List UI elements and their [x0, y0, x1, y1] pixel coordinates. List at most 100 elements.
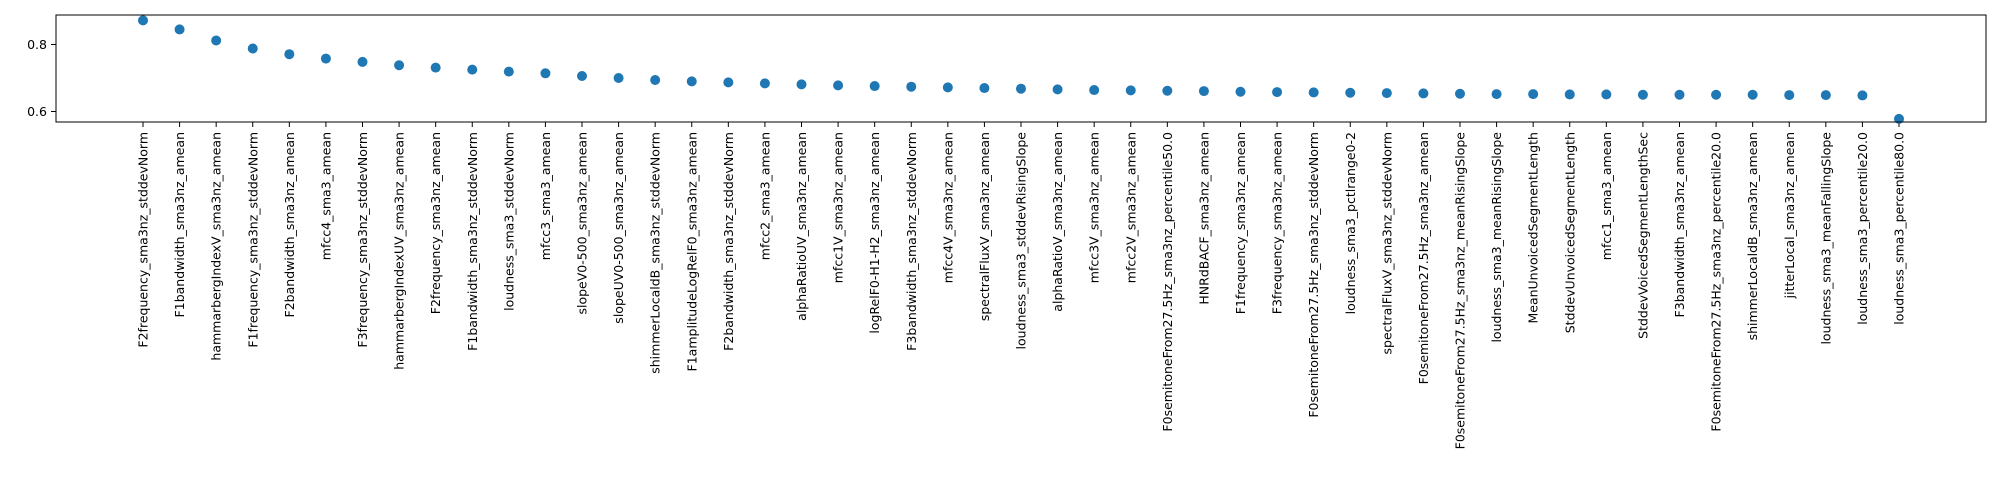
- data-point: [942, 82, 953, 93]
- x-tick-label: HNRdBACF_sma3nz_amean: [1196, 132, 1211, 305]
- data-point: [1491, 89, 1502, 100]
- data-point: [430, 62, 441, 73]
- x-tick-label: alphaRatioUV_sma3nz_amean: [794, 132, 809, 321]
- data-point: [1528, 89, 1539, 100]
- data-point: [1784, 90, 1795, 101]
- data-point: [394, 60, 405, 71]
- y-tick-label: 0.8: [27, 37, 47, 52]
- data-point: [1894, 113, 1904, 124]
- x-tick-label: F2frequency_sma3nz_amean: [428, 132, 443, 314]
- data-point: [686, 76, 697, 87]
- data-point: [906, 81, 917, 92]
- y-axis: 0.6 0.8: [27, 37, 56, 119]
- data-point: [1418, 88, 1429, 99]
- x-tick-label: F1frequency_sma3nz_stddevNorm: [245, 132, 260, 348]
- data-point: [1308, 87, 1319, 98]
- data-point: [503, 66, 514, 77]
- x-tick-label: F3bandwidth_sma3nz_stddevNorm: [904, 132, 919, 351]
- data-point: [138, 15, 148, 26]
- x-tick-label: F0semitoneFrom27.5Hz_sma3nz_percentile50…: [1160, 132, 1175, 432]
- x-tick-label: F3frequency_sma3nz_amean: [1270, 132, 1285, 314]
- data-point: [1857, 90, 1868, 101]
- x-tick-label: mfcc4V_sma3nz_amean: [940, 132, 955, 283]
- x-tick-label: F3frequency_sma3nz_stddevNorm: [355, 132, 370, 348]
- data-point: [979, 83, 990, 94]
- x-tick-label: F0semitoneFrom27.5Hz_sma3nz_stddevNorm: [1306, 132, 1321, 418]
- x-tick-label: loudness_sma3_stddevRisingSlope: [1014, 132, 1029, 350]
- data-point: [796, 79, 807, 90]
- y-tick-label: 0.6: [27, 104, 47, 119]
- x-tick-label: logRelF0-H1-H2_sma3nz_amean: [867, 132, 882, 334]
- data-point: [1564, 89, 1575, 100]
- x-tick-label: spectralFluxV_sma3nz_amean: [977, 132, 992, 321]
- x-tick-label: StddevVoicedSegmentLengthSec: [1635, 132, 1650, 339]
- x-tick-label: jitterLocal_sma3nz_amean: [1782, 132, 1797, 299]
- data-point: [1235, 86, 1246, 97]
- data-point: [1345, 87, 1356, 98]
- x-tick-label: shimmerLocaldB_sma3nz_amean: [1745, 132, 1760, 340]
- x-tick-label: mfcc1V_sma3nz_amean: [831, 132, 846, 283]
- x-tick-label: F0semitoneFrom27.5Hz_sma3nz_amean: [1416, 132, 1431, 384]
- data-point: [1820, 90, 1831, 101]
- x-tick-label: mfcc2V_sma3nz_amean: [1123, 132, 1138, 283]
- data-point: [1089, 85, 1100, 96]
- x-tick-label: F1bandwidth_sma3nz_amean: [172, 132, 187, 317]
- x-tick-label: mfcc3_sma3_amean: [538, 132, 553, 260]
- data-point: [759, 78, 770, 89]
- x-axis: F2frequency_sma3nz_stddevNorm F1bandwidth…: [136, 122, 1907, 449]
- data-point: [1052, 84, 1063, 95]
- data-point: [540, 68, 551, 79]
- x-tick-label: F3bandwidth_sma3nz_amean: [1672, 132, 1687, 317]
- x-tick-label: alphaRatioV_sma3nz_amean: [1050, 132, 1065, 312]
- data-point: [613, 73, 624, 83]
- x-tick-label: slopeV0-500_sma3nz_amean: [575, 132, 590, 315]
- data-point: [1637, 89, 1648, 100]
- x-tick-label: F1amplitudeLogRelF0_sma3nz_amean: [684, 132, 699, 371]
- data-point: [1125, 85, 1136, 96]
- data-point: [467, 64, 478, 75]
- x-tick-label: slopeUV0-500_sma3nz_amean: [611, 132, 626, 324]
- x-tick-label: loudness_sma3_meanRisingSlope: [1489, 132, 1504, 343]
- data-point: [1711, 89, 1722, 100]
- x-tick-label: F0semitoneFrom27.5Hz_sma3nz_percentile20…: [1709, 132, 1724, 432]
- data-point: [1455, 88, 1465, 99]
- data-point: [357, 56, 368, 67]
- x-tick-label: hammarbergIndexV_sma3nz_amean: [209, 132, 224, 361]
- x-tick-label: loudness_sma3_pctlrange0-2: [1343, 132, 1358, 314]
- data-point: [833, 80, 844, 91]
- data-point: [211, 35, 222, 46]
- x-tick-label: mfcc2_sma3_amean: [757, 132, 772, 260]
- x-tick-label: F2bandwidth_sma3nz_amean: [282, 132, 297, 317]
- x-tick-label: spectralFluxV_sma3nz_stddevNorm: [1379, 132, 1394, 354]
- x-tick-label: hammarbergIndexUV_sma3nz_amean: [392, 132, 407, 370]
- x-tick-label: F2frequency_sma3nz_stddevNorm: [136, 132, 151, 348]
- x-tick-label: loudness_sma3_stddevNorm: [501, 132, 516, 311]
- data-point: [1601, 89, 1612, 100]
- data-point: [284, 49, 295, 60]
- x-tick-label: mfcc3V_sma3nz_amean: [1087, 132, 1102, 283]
- x-tick-label: F1bandwidth_sma3nz_stddevNorm: [465, 132, 480, 351]
- data-point: [650, 75, 661, 86]
- x-tick-label: shimmerLocaldB_sma3nz_stddevNorm: [648, 132, 663, 374]
- data-point: [1198, 86, 1209, 97]
- x-tick-label: mfcc4_sma3_amean: [318, 132, 333, 260]
- x-tick-label: loudness_sma3_meanFallingSlope: [1818, 132, 1833, 345]
- x-tick-label: F0semitoneFrom27.5Hz_sma3nz_meanRisingSl…: [1453, 132, 1468, 450]
- data-point: [174, 24, 185, 35]
- data-point: [1674, 89, 1685, 100]
- data-point: [869, 81, 880, 92]
- x-tick-label: loudness_sma3_percentile80.0: [1892, 132, 1907, 325]
- x-tick-label: loudness_sma3_percentile20.0: [1855, 132, 1870, 325]
- data-point: [320, 53, 331, 64]
- data-point: [1016, 83, 1026, 94]
- data-point: [1272, 87, 1283, 98]
- x-tick-label: F1frequency_sma3nz_amean: [1233, 132, 1248, 314]
- x-tick-label: F2bandwidth_sma3nz_stddevNorm: [721, 132, 736, 351]
- plot-area-frame: [55, 14, 1987, 123]
- data-point: [723, 77, 734, 88]
- data-point: [1747, 89, 1758, 100]
- x-tick-label: MeanUnvoicedSegmentLength: [1526, 132, 1541, 324]
- data-point: [577, 70, 587, 81]
- data-point: [247, 43, 258, 54]
